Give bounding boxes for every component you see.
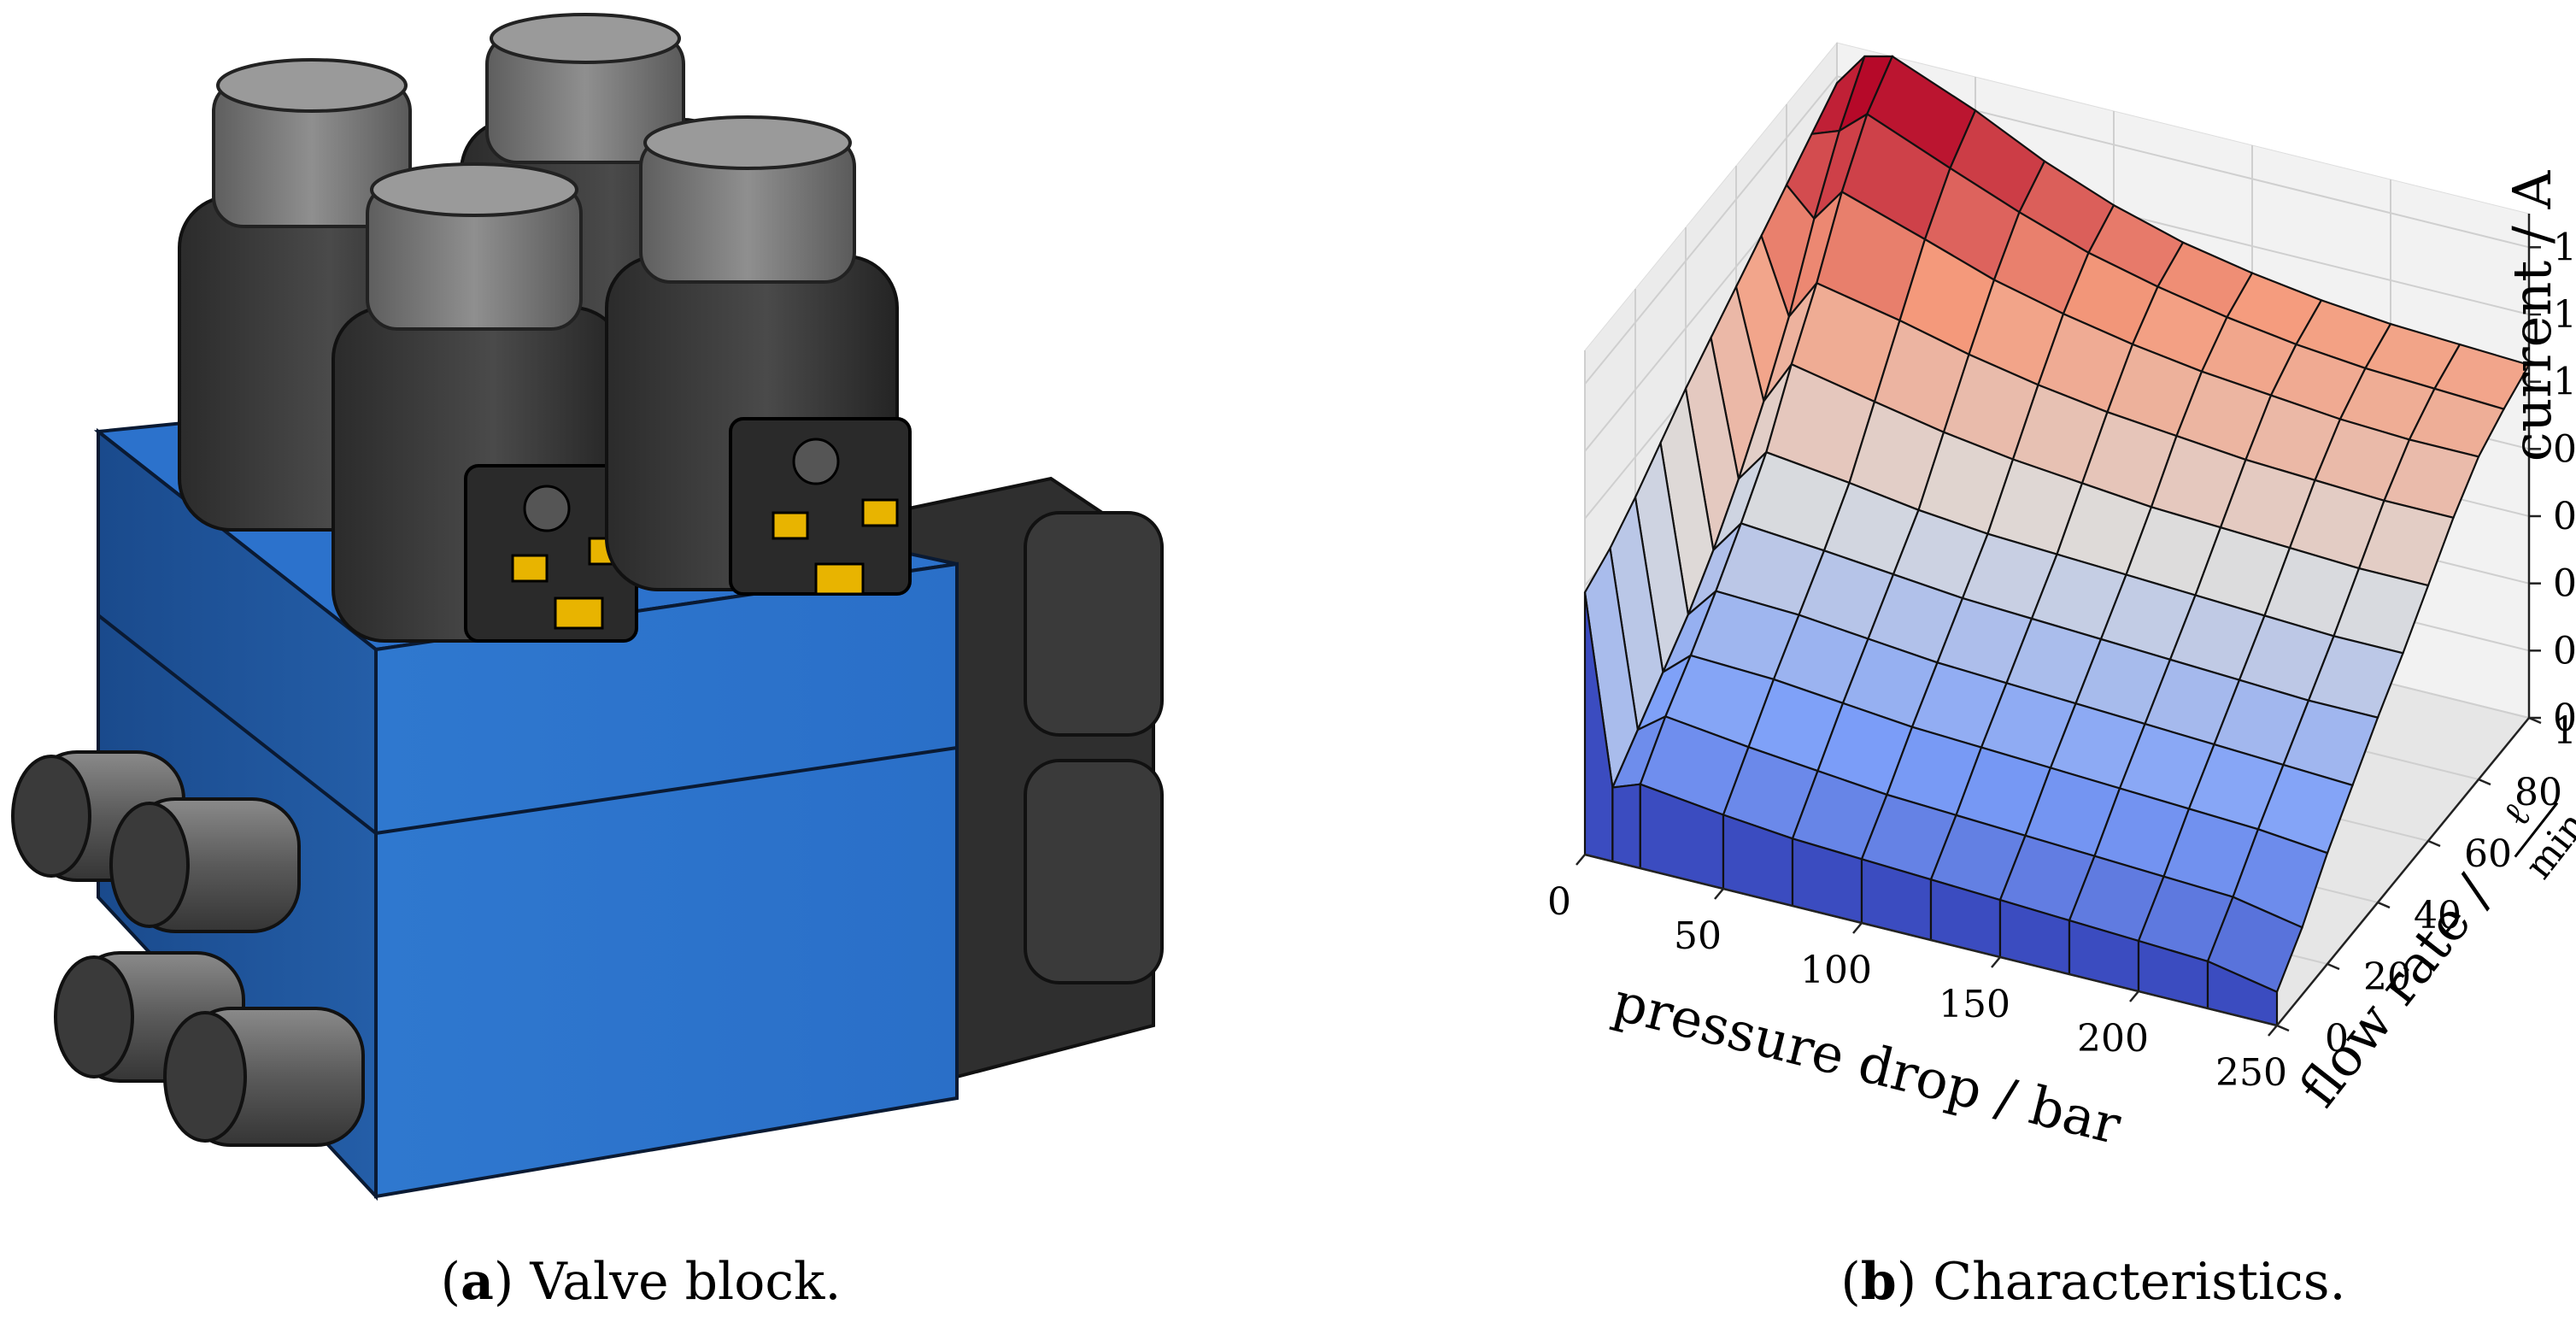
surface-skirt bbox=[1611, 783, 1641, 870]
y-tick-mark bbox=[2427, 839, 2441, 848]
x-axis-label: pressure drop / bar bbox=[1607, 970, 2127, 1156]
x-tick-mark bbox=[1852, 922, 1863, 934]
characteristics-chart: 0501001502002500204060801000.00.20.40.60… bbox=[1265, 0, 2576, 1239]
y-tick-label: 100 bbox=[2553, 709, 2576, 753]
x-tick-mark bbox=[1576, 854, 1586, 866]
y-axis-line bbox=[2276, 717, 2530, 1026]
z-tick-label: 0.4 bbox=[2553, 562, 2576, 606]
y-tick-label: 40 bbox=[2414, 894, 2462, 937]
z-tick-label: 0.2 bbox=[2553, 629, 2576, 673]
y-tick-label: 20 bbox=[2363, 955, 2411, 999]
x-tick-mark bbox=[2268, 1025, 2278, 1037]
y-tick-label: 60 bbox=[2464, 832, 2512, 876]
hydraulic-fittings bbox=[11, 750, 365, 1147]
valve-block-illustration bbox=[0, 0, 1265, 1239]
x-axis-line bbox=[1584, 853, 2278, 1027]
caption-b: (b) Characteristics. bbox=[1840, 1252, 2346, 1312]
surface-mesh bbox=[1583, 55, 2531, 1027]
x-tick-label: 100 bbox=[1800, 949, 1872, 992]
z-tick-label: 1.0 bbox=[2553, 361, 2576, 404]
tick-labels: 0501001502002500204060801000.00.20.40.60… bbox=[1547, 226, 2576, 1095]
x-tick-label: 0 bbox=[1547, 880, 1571, 924]
z-tick-label: 1.2 bbox=[2553, 293, 2576, 337]
z-tick-label: 0.6 bbox=[2553, 495, 2576, 538]
z-tick-label: 0.0 bbox=[2553, 696, 2576, 740]
y-tick-mark bbox=[2327, 962, 2340, 971]
axis-lines bbox=[1584, 214, 2531, 1027]
y-tick-mark bbox=[2377, 901, 2391, 909]
y-tick-mark bbox=[2276, 1024, 2290, 1032]
surface-plot: 0501001502002500204060801000.00.20.40.60… bbox=[1547, 41, 2576, 1156]
caption-a-letter: a bbox=[461, 1252, 494, 1312]
x-tick-mark bbox=[2129, 990, 2139, 1002]
y-axis-unit-bar bbox=[2514, 802, 2559, 858]
caption-b-text: Characteristics. bbox=[1933, 1252, 2346, 1312]
z-tick-label: 0.8 bbox=[2553, 427, 2576, 471]
y-tick-mark bbox=[2478, 778, 2491, 786]
z-axis-label: current / A bbox=[2501, 170, 2563, 462]
solenoid-coil-front-right bbox=[605, 115, 912, 596]
x-tick-label: 200 bbox=[2077, 1017, 2149, 1061]
caption-a-text: Valve block. bbox=[530, 1252, 842, 1312]
x-tick-label: 250 bbox=[2215, 1051, 2287, 1095]
valve-block-drawing bbox=[11, 13, 1164, 1202]
caption-a: (a) Valve block. bbox=[440, 1252, 842, 1312]
x-tick-label: 50 bbox=[1674, 914, 1722, 958]
solenoid-coil-front-left bbox=[332, 162, 638, 643]
x-tick-mark bbox=[1714, 888, 1724, 900]
x-tick-mark bbox=[1991, 956, 2001, 968]
grid-z bbox=[1584, 75, 2530, 385]
y-tick-label: 0 bbox=[2325, 1017, 2349, 1061]
caption-b-letter: b bbox=[1860, 1252, 1897, 1312]
z-tick-label: 1.4 bbox=[2553, 226, 2576, 269]
x-tick-label: 150 bbox=[1939, 983, 2010, 1026]
